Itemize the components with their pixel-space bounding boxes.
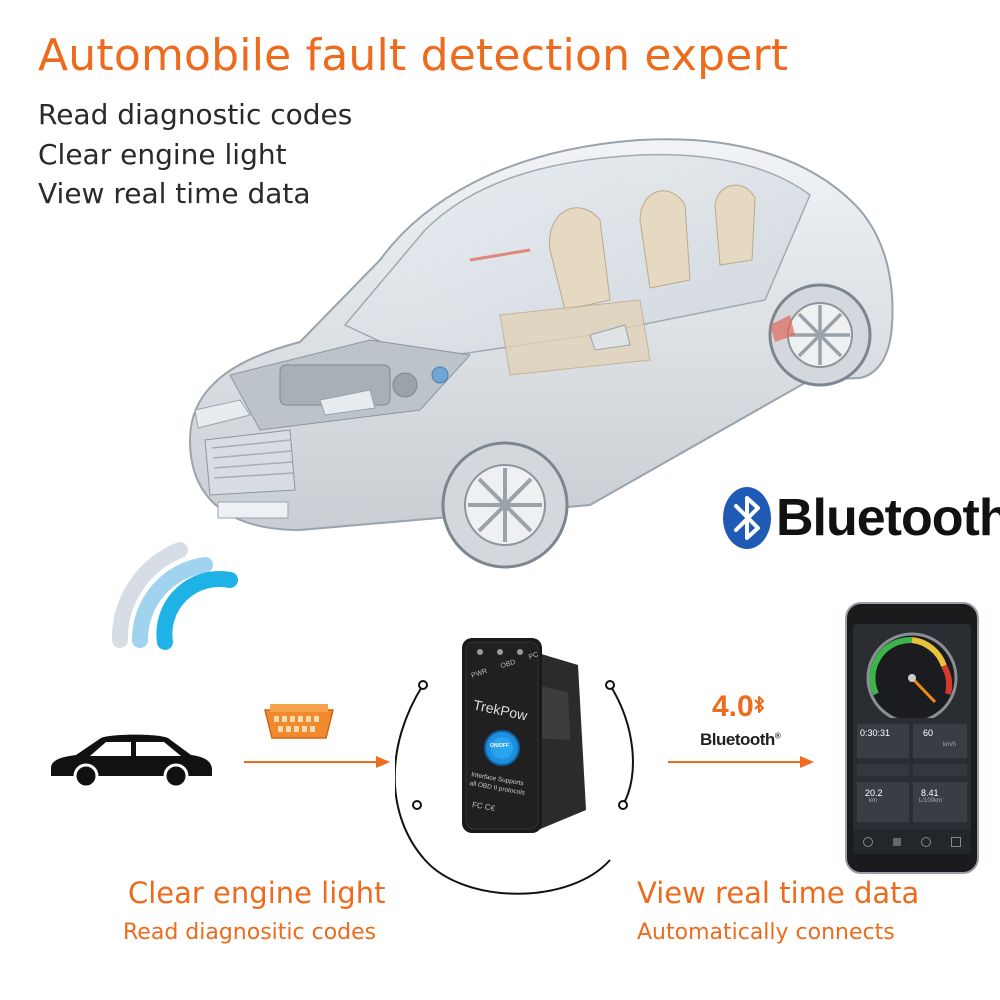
unit-distance: km — [869, 798, 877, 804]
transparent-car-illustration — [188, 138, 894, 569]
feature-read-codes: Read diagnostic codes — [38, 98, 353, 131]
caption-right-sub: Automatically connects — [637, 920, 895, 945]
tab-icon[interactable] — [863, 837, 873, 847]
readout-tile: 60 km/h — [913, 724, 967, 758]
arrow-icon — [668, 756, 814, 768]
tab-icon[interactable] — [951, 837, 961, 847]
readout-distance: 20.2 — [865, 788, 883, 798]
car-icon — [51, 734, 212, 789]
arrow-icon — [244, 756, 390, 768]
tab-icon[interactable] — [893, 838, 901, 846]
readout-tile: 8.41 L/100km — [913, 782, 967, 822]
bluetooth-small-icon — [754, 696, 764, 713]
signal-wave-icon — [111, 542, 238, 650]
readout-consumption: 8.41 — [921, 788, 939, 798]
obd-device: PWR OBD PC TrekPow ON/OFF Interface Supp… — [458, 630, 588, 840]
bluetooth-version: 4.0 — [712, 690, 754, 723]
readout-tile: 0:30:31 — [857, 724, 909, 758]
device-body — [462, 638, 586, 833]
device-power-button: ON/OFF — [490, 743, 509, 749]
smartphone: 0:30:31 60 km/h 20.2 km 8.41 L/100km — [845, 602, 979, 874]
headline: Automobile fault detection expert — [38, 30, 789, 81]
tab-icon[interactable] — [921, 837, 931, 847]
connection-bracket — [395, 680, 634, 895]
speedometer-gauge — [866, 632, 958, 718]
caption-right-main: View real time data — [637, 876, 920, 910]
feature-clear-light: Clear engine light — [38, 138, 287, 171]
caption-left-sub: Read diagnositic codes — [123, 920, 377, 945]
bluetooth-icon — [723, 487, 771, 549]
readout-speed: 60 — [923, 728, 934, 738]
bluetooth-wordmark: Bluetooth® — [776, 489, 1000, 547]
unit-speed: km/h — [943, 742, 957, 748]
caption-left-main: Clear engine light — [128, 876, 386, 910]
phone-tab-bar[interactable] — [853, 830, 971, 854]
obd-port-icon — [264, 704, 334, 739]
unit-consumption: L/100km — [919, 798, 943, 804]
readout-time: 0:30:31 — [860, 728, 891, 738]
feature-real-time: View real time data — [38, 177, 311, 210]
bluetooth40-wordmark: Bluetooth® — [700, 730, 781, 749]
phone-screen: 0:30:31 60 km/h 20.2 km 8.41 L/100km — [853, 624, 971, 854]
readout-tile: 20.2 km — [857, 782, 909, 822]
